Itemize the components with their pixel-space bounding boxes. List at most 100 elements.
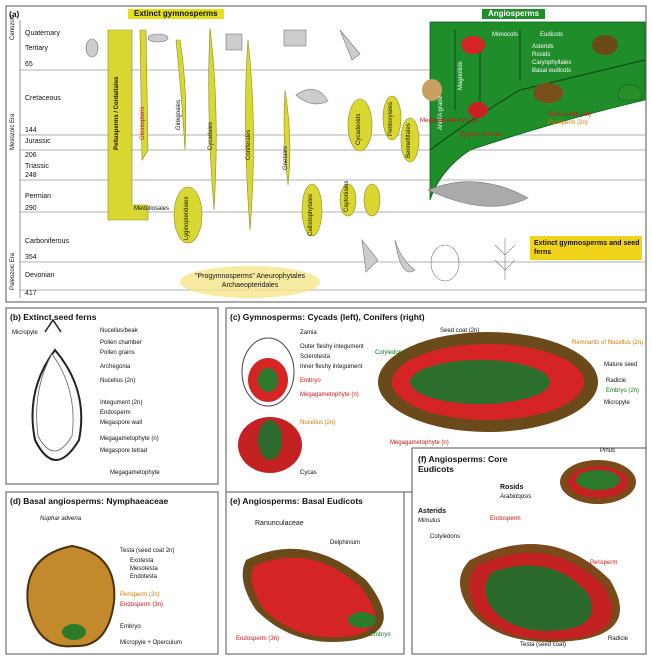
e-subtitle: Ranunculaceae — [255, 520, 304, 527]
d-label-3: Endotesta — [130, 574, 157, 581]
panel-c-title: (c) Gymnosperms: Cycads (left), Conifers… — [230, 312, 425, 322]
angiosperms-header: Angiosperms — [482, 9, 545, 19]
legend-text: Extinct gymnosperms and seed ferns — [534, 239, 640, 257]
lineage-11: Lyginopteridales — [184, 197, 191, 240]
b-label-7: Endosperm — [100, 410, 131, 417]
b-label-2: Pollen chamber — [100, 340, 142, 347]
c-left-0: Zamia — [300, 330, 317, 337]
period-cretaceous: Cretaceous — [25, 95, 61, 103]
f-label-1: Arabidopsis — [500, 494, 531, 501]
b-footer: Megagametophyte — [110, 470, 160, 477]
b-label-9: Megagametophyte (n) — [100, 436, 159, 443]
b-label-6: Integument (2n) — [100, 400, 142, 407]
age-417: 417 — [25, 290, 37, 298]
b-label-0: Micropyle — [12, 330, 38, 337]
age-206: 206 — [25, 152, 37, 160]
lineage-1: Glossopteris — [140, 107, 147, 140]
c-left-5: Megagametophyte (n) — [300, 392, 359, 399]
note-zygotic: Zygotic embryo — [460, 132, 501, 139]
lineage-12: Callistophytales — [308, 194, 315, 236]
c-right-5: Embryo (2n) — [606, 388, 639, 395]
c-right-6: Micropyle — [604, 400, 630, 407]
lineage-3: Cycadales — [208, 122, 215, 150]
period-carboniferous: Carboniferous — [25, 238, 69, 246]
e-label-2: Endosperm (3n) — [236, 636, 279, 643]
d-label-0: Testa (seed coat 2n) — [120, 548, 174, 555]
f-label-7: Radicle — [608, 636, 628, 643]
period-devonian: Devonian — [25, 272, 55, 280]
c-left-1: Outer fleshy integument — [300, 344, 364, 351]
d-label-1: Exotesta — [130, 558, 153, 565]
period-triassic: Triassic — [25, 163, 49, 171]
f-label-0: Rosids — [500, 484, 523, 492]
period-quaternary: Quaternary — [25, 30, 60, 38]
lineage-5: Gnetales — [283, 146, 290, 170]
b-label-8: Megaspore wall — [100, 420, 142, 427]
c-right-3: Mature seed — [604, 362, 637, 369]
f-label-8: Testa (seed coat) — [520, 642, 566, 649]
d-label-6: Embryo — [120, 624, 141, 631]
f-label-3: Mimulus — [418, 518, 440, 525]
note-endosperm: Endosperm (3n) — [548, 112, 591, 119]
lineage-10: Medullosales — [134, 206, 169, 213]
panel-e-title: (e) Angiosperms: Basal Eudicots — [230, 496, 363, 506]
b-label-5: Nucellus (2n) — [100, 378, 135, 385]
c-left-2: Sclerotesta — [300, 354, 330, 361]
lineage-8: Bennettitales — [406, 123, 413, 158]
era-paleozoic: Paleozoic Era — [9, 253, 17, 290]
b-label-10: Megaspore tetrad — [100, 448, 147, 455]
d-label-2: Mesotesta — [130, 566, 158, 573]
lineage-2: Ginkgoales — [176, 100, 183, 130]
c-right-8: Pinus — [600, 448, 615, 455]
angio-label-3: Rosids — [532, 52, 550, 59]
e-label-1: Embryo — [370, 632, 391, 639]
lineage-7: Pentoxylales — [388, 102, 395, 136]
age-290: 290 — [25, 205, 37, 213]
d-label-7: Micropyle + Operculum — [120, 640, 182, 647]
c-right-0: Seed coat (2n) — [440, 328, 479, 335]
f-label-6: Perisperm — [590, 560, 617, 567]
panel-d-title: (d) Basal angiosperms: Nymphaeaceae — [10, 496, 168, 506]
age-354: 354 — [25, 254, 37, 262]
era-mesozoic: Mesozoic Era — [9, 114, 17, 150]
d-label-4: Perisperm (2n) — [120, 592, 160, 599]
angio-label-2: Asterids — [532, 44, 554, 51]
period-permian: Permian — [25, 193, 51, 201]
b-label-1: Nucellus/beak — [100, 328, 138, 335]
progymnosperm-label: "Progymnosperms" Aneurophytales Archaeop… — [185, 272, 315, 290]
lineage-9: Caytoniales — [344, 181, 351, 212]
f-label-2: Asterids — [418, 508, 446, 516]
age-248: 248 — [25, 172, 37, 180]
period-tertiary: Tertiary — [25, 45, 48, 53]
lineage-6: Cycadeoids — [356, 114, 363, 145]
f-label-4: Cotyledons — [430, 534, 460, 541]
era-cenozoic: Cenozoic — [9, 15, 17, 40]
age-144: 144 — [25, 127, 37, 135]
c-right-2: Remnants of Nucellus (2n) — [572, 340, 643, 347]
c-left-6: Nucellus (2n) — [300, 420, 335, 427]
angio-label-6: Magnoliids — [458, 61, 465, 90]
b-label-3: Pollen grains — [100, 350, 135, 357]
angio-label-4: Caryophyllales — [532, 60, 571, 67]
f-label-5: Endosperm — [490, 516, 521, 523]
c-right-4: Radicle — [606, 378, 626, 385]
d-subtitle: Nuphar advena — [40, 516, 81, 523]
c-left-7: Cycas — [300, 470, 317, 477]
period-jurassic: Jurassic — [25, 138, 51, 146]
c-left-4: Embryo — [300, 378, 321, 385]
b-label-4: Archegonia — [100, 364, 130, 371]
angio-label-0: Monocots — [492, 32, 518, 39]
angio-label-1: Eudicots — [540, 32, 563, 39]
lineage-4: Coniferales — [246, 130, 253, 160]
c-left-3: Inner fleshy integument — [300, 364, 362, 371]
lineage-0: Peltasperms / Cordaitales — [114, 77, 121, 150]
extinct-gymnosperms-header: Extinct gymnosperms — [128, 9, 224, 19]
angio-label-5: Basal eudicots — [532, 68, 571, 75]
panel-b-title: (b) Extinct seed ferns — [10, 312, 96, 322]
c-right-7: Megagametophyte (n) — [390, 440, 449, 447]
d-label-5: Endosperm (3n) — [120, 602, 163, 609]
c-right-1: Cotyledons — [375, 350, 405, 357]
panel-f-title: (f) Angiosperms: Core Eudicots — [418, 454, 538, 474]
note-megagametophyte: Megagametophyte (n) — [420, 118, 479, 125]
